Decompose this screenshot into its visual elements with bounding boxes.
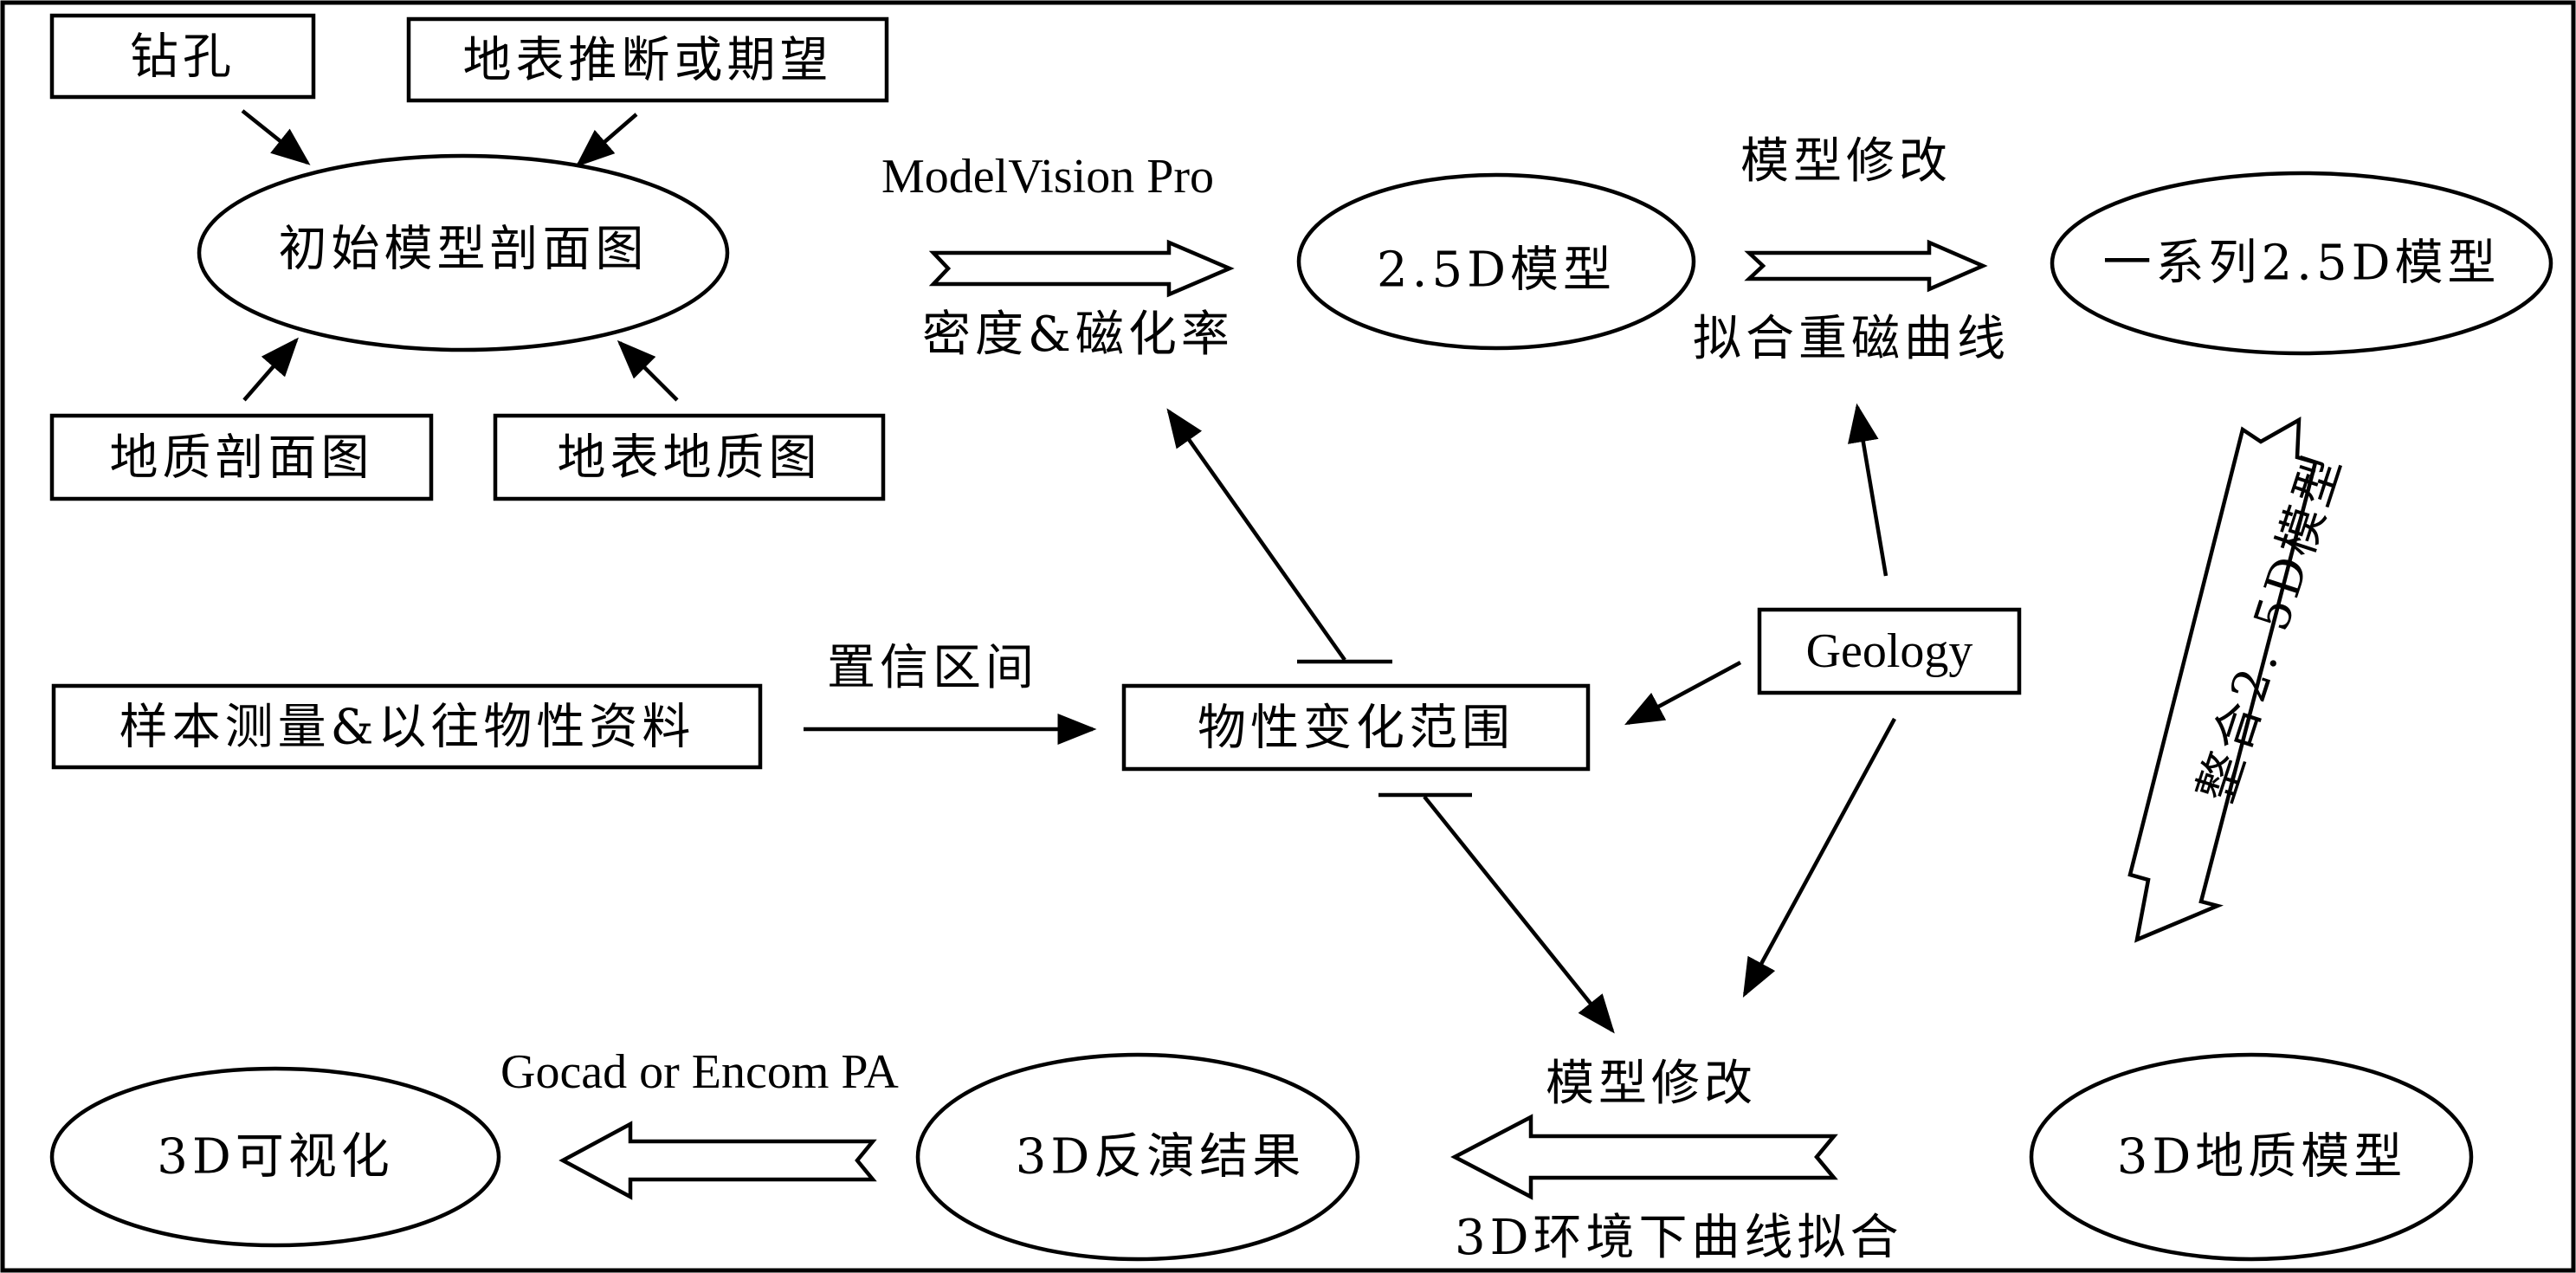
box-property-range-label: 物性变化范围: [1198, 701, 1514, 757]
arrow-geology-to-range: [1624, 661, 1742, 726]
hollow-arrow-to-visualization: [558, 1121, 877, 1200]
label-confidence: 置信区间: [827, 640, 1038, 696]
box-surface-inference-label: 地表推断或期望: [463, 33, 833, 89]
ellipse-series-25d: 一系列2.5D模型: [2050, 171, 2553, 356]
box-geo-section: 地质剖面图: [49, 413, 434, 501]
arrow-surface-inference-to-initial: [575, 113, 638, 167]
hollow-arrow-to-inversion: [1450, 1114, 1838, 1200]
arrow-geology-to-fit: [1848, 403, 1888, 577]
box-drill: 钻孔: [49, 13, 316, 100]
ellipse-inversion-3d-label: 3D反演结果: [1016, 1129, 1306, 1186]
box-geology-label: Geology: [1806, 624, 1973, 678]
ellipse-visualization-3d: 3D可视化: [49, 1066, 501, 1248]
ellipse-geo-model-3d: 3D地质模型: [2029, 1052, 2474, 1262]
box-surface-geo-map-label: 地表地质图: [558, 430, 822, 487]
box-geology: Geology: [1757, 607, 2022, 695]
ellipse-initial-section: 初始模型剖面图: [197, 153, 730, 352]
arrow-range-to-modify: [1423, 795, 1615, 1034]
box-surface-geo-map: 地表地质图: [493, 413, 886, 501]
hollow-arrow-to-series: [1744, 239, 1988, 293]
ellipse-model-25d: 2.5D模型: [1296, 172, 1696, 351]
arrow-geology-to-modify: [1742, 717, 1896, 998]
hollow-arrow-integrate: [2127, 417, 2318, 943]
label-gocad: Gocad or Encom PA: [500, 1045, 899, 1099]
ellipse-series-25d-label: 一系列2.5D模型: [2103, 236, 2501, 292]
label-fit-3d: 3D环境下曲线拟合: [1455, 1210, 1903, 1266]
arrow-range-to-density: [1166, 408, 1346, 662]
ellipse-visualization-3d-label: 3D可视化: [157, 1129, 394, 1186]
label-model-modify-bottom: 模型修改: [1546, 1056, 1757, 1112]
label-density-mag: 密度&磁化率: [922, 307, 1234, 363]
label-model-modify-top: 模型修改: [1740, 133, 1952, 190]
box-sample-measure: 样本测量&以往物性资料: [51, 683, 763, 770]
ellipse-inversion-3d: 3D反演结果: [915, 1052, 1360, 1262]
box-drill-label: 钻孔: [130, 29, 236, 86]
ellipse-geo-model-3d-label: 3D地质模型: [2117, 1129, 2407, 1186]
label-fit-grav-mag: 拟合重磁曲线: [1693, 311, 2010, 367]
arrow-drill-to-initial: [241, 109, 311, 165]
box-geo-section-label: 地质剖面图: [110, 430, 374, 487]
arrow-surface-map-to-initial: [617, 339, 679, 402]
box-surface-inference: 地表推断或期望: [406, 16, 889, 103]
arrow-geo-section-to-initial: [242, 337, 299, 402]
label-modelvision: ModelVision Pro: [881, 150, 1214, 204]
hollow-arrow-to-25d: [928, 239, 1235, 298]
ellipse-initial-section-label: 初始模型剖面图: [279, 222, 649, 278]
box-property-range: 物性变化范围: [1121, 683, 1591, 772]
box-sample-measure-label: 样本测量&以往物性资料: [119, 700, 695, 756]
ellipse-model-25d-label: 2.5D模型: [1377, 242, 1616, 299]
